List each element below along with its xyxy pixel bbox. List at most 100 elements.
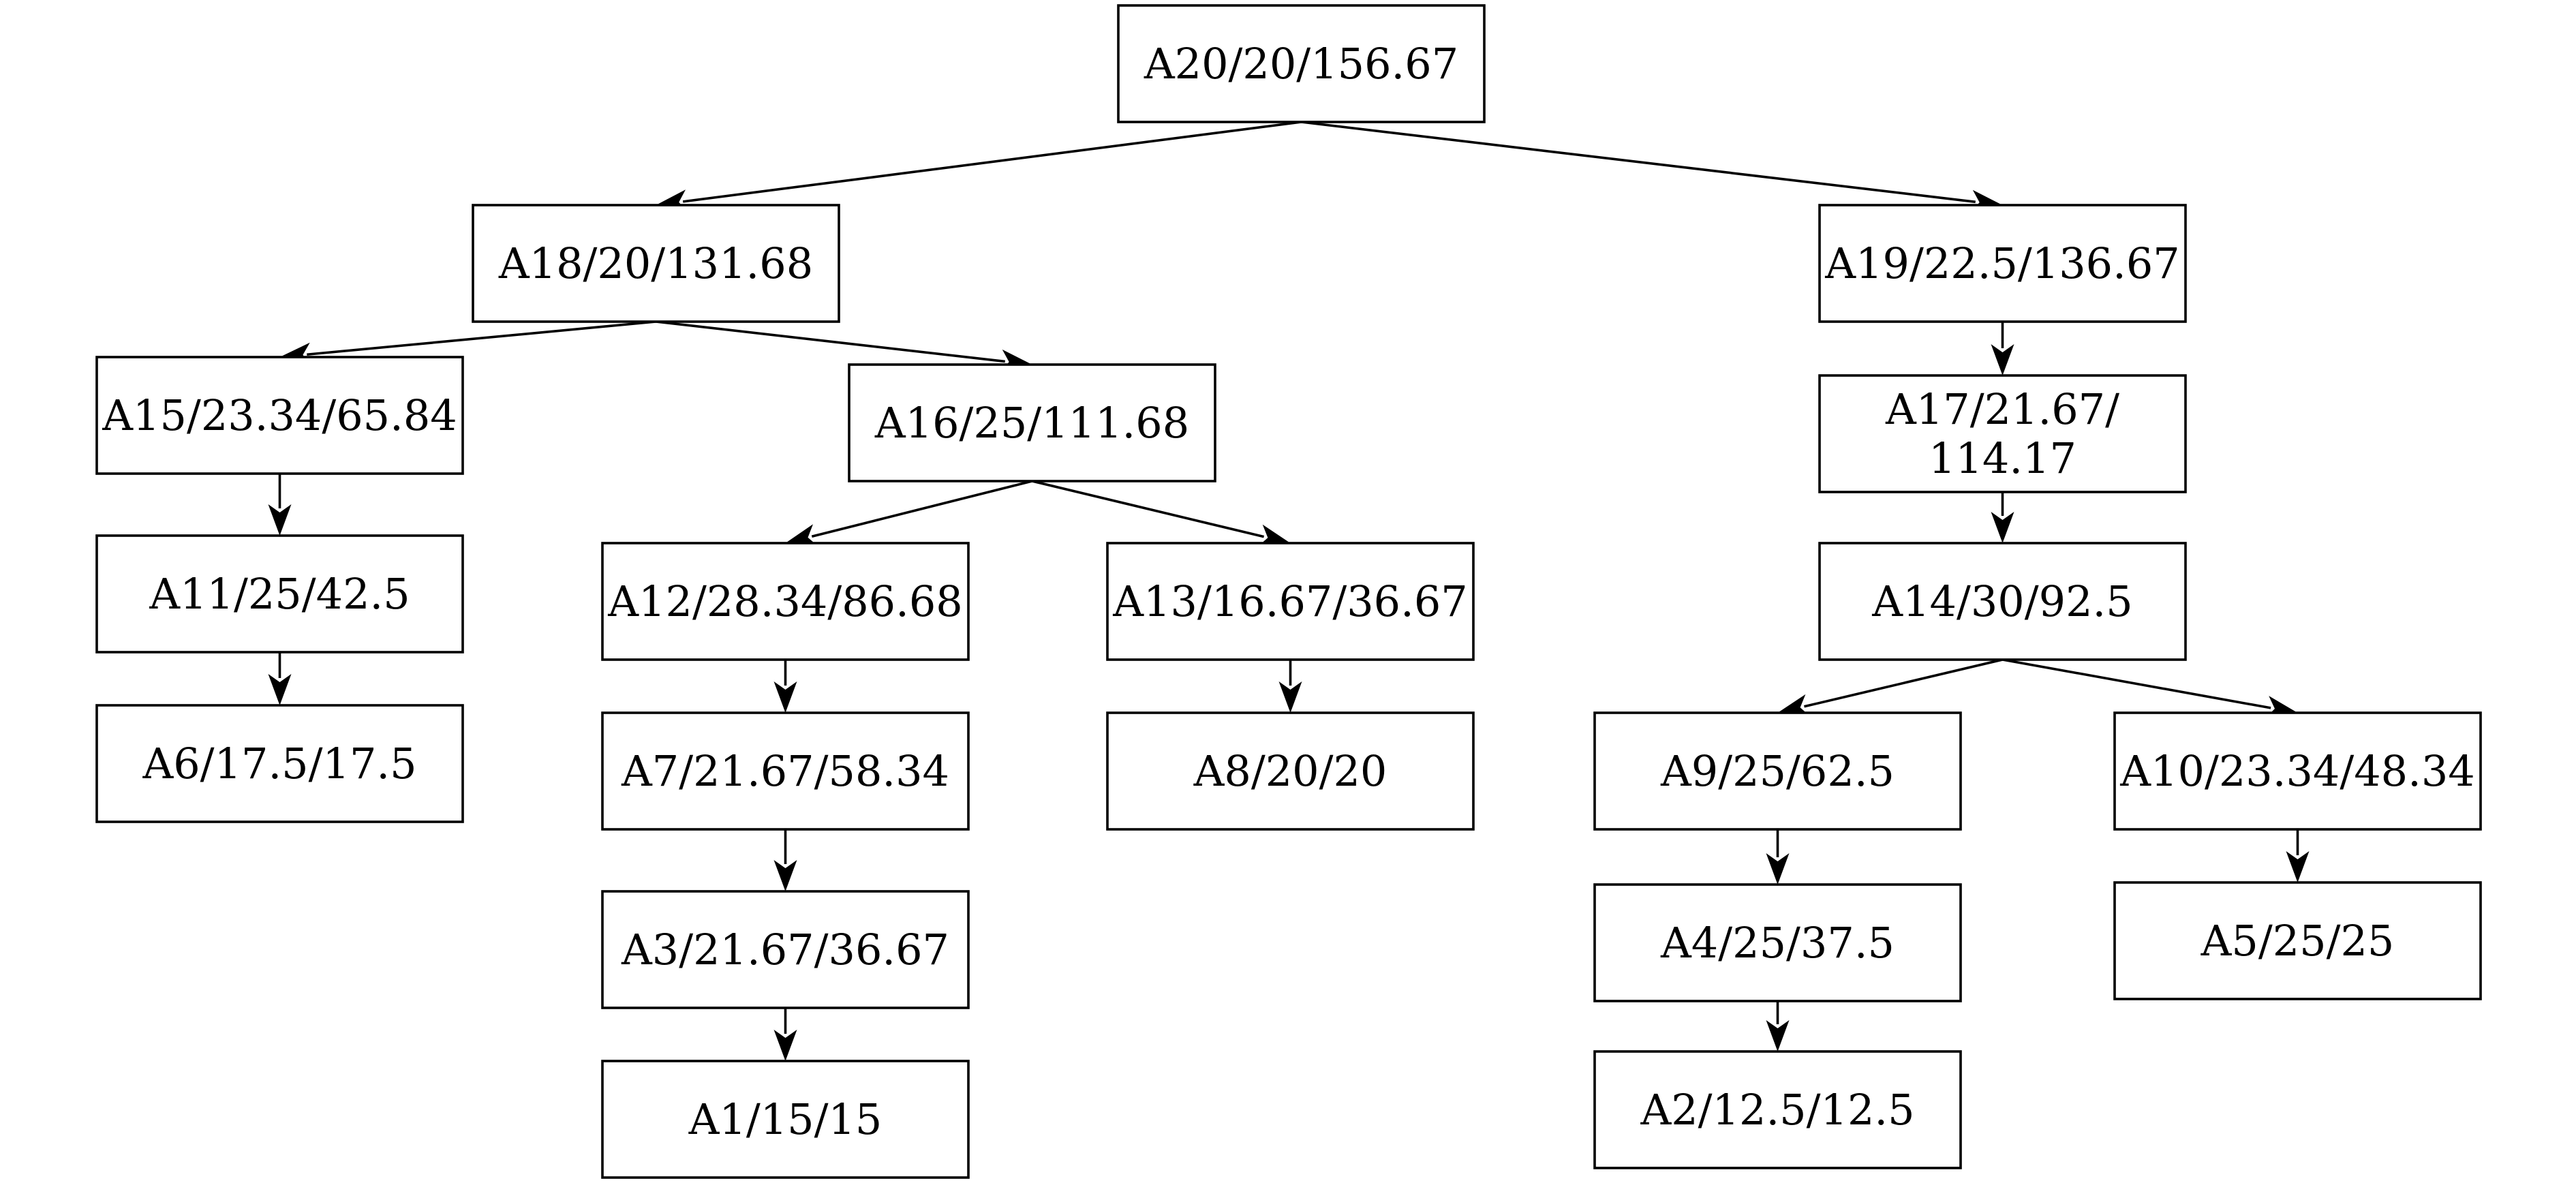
node-box	[1117, 4, 1486, 123]
edge-a20-to-a18	[656, 121, 1302, 213]
node-box	[1593, 711, 1962, 831]
node-label: A14/30/92.5	[1871, 577, 2132, 626]
node-box	[848, 363, 1216, 482]
node-label: A17/21.67/	[1885, 384, 2119, 434]
node-box	[2113, 881, 2482, 1000]
arrowhead-icon	[1766, 853, 1790, 885]
node-a18: A18/20/131.68	[472, 204, 840, 323]
edge-a17-to-a14	[1991, 492, 2014, 543]
edge-line	[307, 320, 656, 356]
node-a2: A2/12.5/12.5	[1593, 1050, 1962, 1169]
node-label: A16/25/111.68	[874, 398, 1189, 448]
edge-a4-to-a2	[1766, 1001, 1790, 1051]
node-box	[601, 711, 970, 831]
arrowhead-icon	[773, 1030, 797, 1061]
node-label: A10/23.34/48.34	[2119, 746, 2474, 796]
node-a15: A15/23.34/65.84	[95, 356, 464, 475]
edge-a19-to-a17	[1991, 322, 2014, 375]
node-label: A3/21.67/36.67	[621, 925, 949, 974]
node-label: A6/17.5/17.5	[142, 739, 416, 788]
edge-a7-to-a3	[773, 829, 797, 891]
node-a5: A5/25/25	[2113, 881, 2482, 1000]
arrowhead-icon	[773, 860, 797, 891]
arrowhead-icon	[1991, 344, 2014, 375]
arrowhead-icon	[1766, 1020, 1790, 1051]
node-box	[1818, 542, 2187, 661]
node-a9: A9/25/62.5	[1593, 711, 1962, 831]
node-a17: A17/21.67/114.17	[1818, 374, 2187, 493]
edge-a14-to-a9	[1777, 658, 2003, 717]
node-label: A13/16.67/36.67	[1112, 577, 1467, 626]
edge-a9-to-a4	[1766, 829, 1790, 885]
node-a3: A3/21.67/36.67	[601, 890, 970, 1009]
arrowhead-icon	[268, 504, 292, 536]
edge-line	[1301, 121, 1976, 204]
arrowhead-icon	[785, 524, 819, 547]
node-a11: A11/25/42.5	[95, 534, 464, 654]
node-label: A1/15/15	[688, 1094, 883, 1144]
node-box	[1818, 374, 2187, 493]
node-box	[601, 890, 970, 1009]
node-a1: A1/15/15	[601, 1060, 970, 1179]
node-label: A18/20/131.68	[498, 239, 813, 288]
node-label: A8/20/20	[1193, 746, 1387, 796]
edge-line	[682, 121, 1302, 203]
node-label: A20/20/156.67	[1144, 39, 1458, 89]
node-label: A9/25/62.5	[1660, 746, 1895, 796]
edge-a12-to-a7	[773, 660, 797, 713]
arrowhead-icon	[1257, 524, 1291, 547]
node-a19: A19/22.5/136.67	[1818, 204, 2187, 323]
node-box	[1593, 883, 1962, 1002]
edge-line	[1032, 480, 1265, 538]
node-box	[95, 356, 464, 475]
edge-a20-to-a19	[1301, 121, 2003, 213]
node-label: A4/25/37.5	[1660, 918, 1895, 968]
node-a12: A12/28.34/86.68	[601, 542, 970, 661]
edge-a11-to-a6	[268, 652, 292, 705]
edge-a16-to-a13	[1032, 480, 1291, 547]
node-box	[1106, 542, 1475, 661]
node-box	[1106, 711, 1475, 831]
arrowhead-icon	[2286, 851, 2310, 882]
edge-line	[811, 480, 1032, 538]
arrowhead-icon	[268, 674, 292, 705]
node-box	[601, 1060, 970, 1179]
edge-a14-to-a10	[2002, 658, 2298, 719]
node-box	[601, 542, 970, 661]
edge-a15-to-a11	[268, 474, 292, 536]
edges-layer	[268, 121, 2310, 1061]
node-label: A12/28.34/86.68	[607, 577, 962, 626]
node-a14: A14/30/92.5	[1818, 542, 2187, 661]
node-box	[472, 204, 840, 323]
node-a7: A7/21.67/58.34	[601, 711, 970, 831]
arrowhead-icon	[773, 681, 797, 713]
node-a10: A10/23.34/48.34	[2113, 711, 2482, 831]
node-a13: A13/16.67/36.67	[1106, 542, 1475, 661]
node-box	[95, 534, 464, 654]
edge-line	[2002, 658, 2271, 709]
edge-line	[656, 320, 1005, 363]
edge-a13-to-a8	[1278, 660, 1302, 713]
node-box	[1593, 1050, 1962, 1169]
node-label: A7/21.67/58.34	[621, 746, 949, 796]
node-a20: A20/20/156.67	[1117, 4, 1486, 123]
arrowhead-icon	[1777, 694, 1811, 717]
edge-a3-to-a1	[773, 1008, 797, 1061]
node-label: A2/12.5/12.5	[1640, 1085, 1914, 1135]
node-a4: A4/25/37.5	[1593, 883, 1962, 1002]
arrowhead-icon	[1991, 512, 2014, 543]
node-label: A5/25/25	[2201, 916, 2395, 966]
node-box	[2113, 711, 2482, 831]
node-a6: A6/17.5/17.5	[95, 704, 464, 823]
node-box	[95, 704, 464, 823]
edge-a16-to-a12	[785, 480, 1032, 547]
node-label: A19/22.5/136.67	[1824, 239, 2179, 288]
node-box	[1818, 204, 2187, 323]
node-label: 114.17	[1929, 433, 2076, 483]
edge-line	[1804, 658, 2003, 708]
node-a16: A16/25/111.68	[848, 363, 1216, 482]
edge-a10-to-a5	[2286, 829, 2310, 882]
node-label: A15/23.34/65.84	[102, 390, 457, 440]
